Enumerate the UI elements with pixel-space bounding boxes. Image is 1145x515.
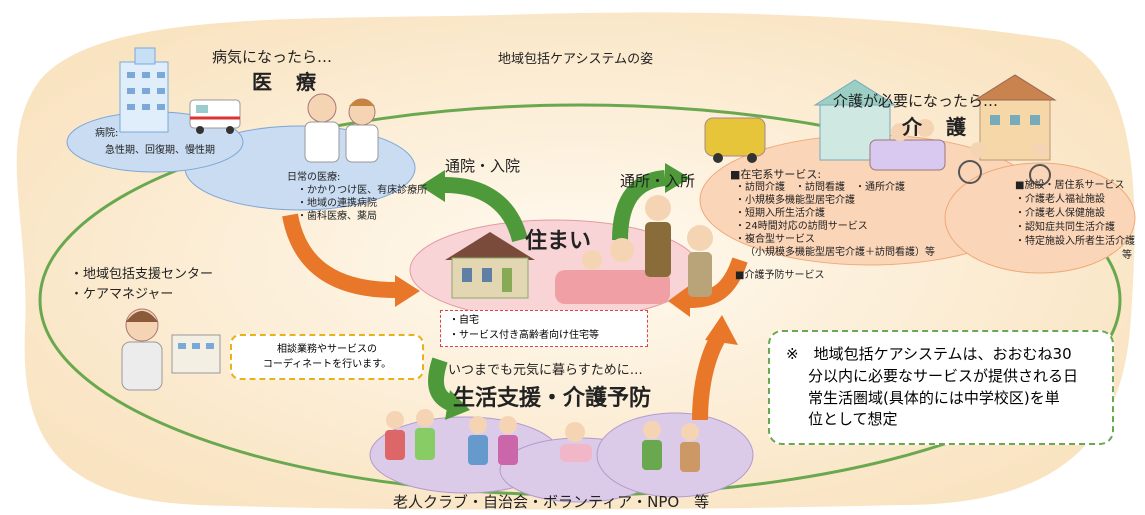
arrow-medical-orange — [282, 213, 396, 298]
support-note-box: 相談業務やサービスの コーディネートを行います。 — [230, 334, 424, 380]
support-note-line: コーディネートを行います。 — [262, 359, 392, 370]
arrow-care-orange — [689, 257, 748, 308]
arrow-medical-head — [395, 275, 420, 307]
elderly-exercise-group — [385, 409, 700, 472]
home-type-item: ・自宅 — [449, 315, 479, 326]
facility-item: ・特定施設入所者生活介護 — [1015, 236, 1135, 247]
facility-item: ・介護老人保健施設 — [1015, 208, 1105, 219]
arrow-hospital-head — [420, 170, 445, 202]
home-heading: 住まい — [525, 229, 592, 254]
facility-oval — [944, 162, 1136, 274]
hospital-types: 急性期、回復期、慢性期 — [105, 145, 215, 156]
medical-heading-small: 病気になったら… — [212, 48, 333, 66]
area-note-line: 常生活圏域(具体的には中学校区)を単 — [808, 388, 1060, 407]
care-manager-figure — [121, 308, 221, 391]
facility-heading: ■施設・居住系サービス — [1015, 180, 1125, 191]
area-note-line: 位として想定 — [808, 410, 898, 429]
home-service-item: （小規模多機能型居宅介護＋訪問看護）等 — [745, 247, 935, 258]
home-service-item: ・小規模多機能型居宅介護 — [735, 195, 855, 206]
care-heading-small: 介護が必要になったら… — [833, 92, 999, 110]
care-facility-buildings — [813, 74, 1057, 161]
bathtub-icon — [869, 119, 946, 171]
hospital-label: 病院: — [95, 128, 119, 139]
hospital-building — [119, 47, 169, 133]
hospital-arrow-label: 通院・入院 — [445, 157, 521, 175]
daily-medical-item: ・歯科医療、薬局 — [297, 211, 377, 222]
home-service-item: ・24時間対応の訪問サービス — [735, 221, 868, 232]
facility-item: ・認知症共同生活介護 — [1015, 222, 1115, 233]
daily-medical-item: ・地域の連携病院 — [297, 198, 377, 209]
facility-suffix: 等 — [1122, 250, 1132, 261]
arrow-care-head — [668, 285, 690, 317]
arrow-life-orange-head — [705, 315, 738, 345]
page-title: 地域包括ケアシステムの姿 — [498, 52, 654, 67]
support-center-line: ・ケアマネジャー — [70, 287, 174, 302]
support-center-line: ・地域包括支援センター — [70, 267, 214, 282]
life-support-lead: いつまでも元気に暮らすために… — [448, 363, 643, 378]
daily-medical-heading: 日常の医療: — [287, 172, 341, 183]
area-note-line: ※ 地域包括ケアシステムは、おおむね30 — [786, 345, 1072, 363]
support-note-line: 相談業務やサービスの — [277, 344, 377, 355]
home-type-item: ・サービス付き高齢者向け住宅等 — [449, 329, 599, 341]
arrow-hospital-green — [444, 177, 528, 243]
arrow-life-head — [445, 390, 470, 420]
family-figures — [555, 195, 713, 304]
area-note-line: 分以内に必要なサービスが提供される日 — [808, 366, 1079, 385]
house-illustration — [445, 232, 535, 299]
home-service-item: ・短期入所生活介護 — [735, 208, 825, 219]
arrow-daycare-green — [612, 170, 667, 241]
life-support-heading: 生活支援・介護予防 — [453, 386, 652, 411]
prevention-service: ■介護予防サービス — [735, 270, 825, 281]
home-service-heading: ■在宅系サービス: — [730, 168, 822, 181]
wheelchair-icon — [958, 142, 1051, 186]
life-support-footer: 老人クラブ・自治会・ボランティア・NPO 等 — [393, 493, 710, 511]
daycare-arrow-label: 通所・入所 — [620, 172, 696, 190]
area-note-box: ※ 地域包括ケアシステムは、おおむね30 分以内に必要なサービスが提供される日 … — [768, 330, 1114, 445]
ambulance-icon — [189, 99, 241, 134]
arrow-daycare-head — [665, 163, 690, 193]
care-heading: 介 護 — [902, 115, 968, 139]
home-types-box: ・自宅 ・サービス付き高齢者向け住宅等 — [440, 310, 648, 347]
care-van-icon — [704, 117, 766, 163]
daily-medical-item: ・かかりつけ医、有床診療所 — [297, 185, 428, 196]
home-service-item: ・複合型サービス — [735, 234, 815, 245]
medical-heading: 医 療 — [252, 70, 318, 94]
doctor-nurse-figures — [304, 93, 379, 163]
facility-item: ・介護老人福祉施設 — [1015, 194, 1105, 205]
life-oval-3 — [596, 412, 754, 498]
home-service-item: ・訪問介護 ・訪問看護 ・通所介護 — [735, 182, 905, 193]
